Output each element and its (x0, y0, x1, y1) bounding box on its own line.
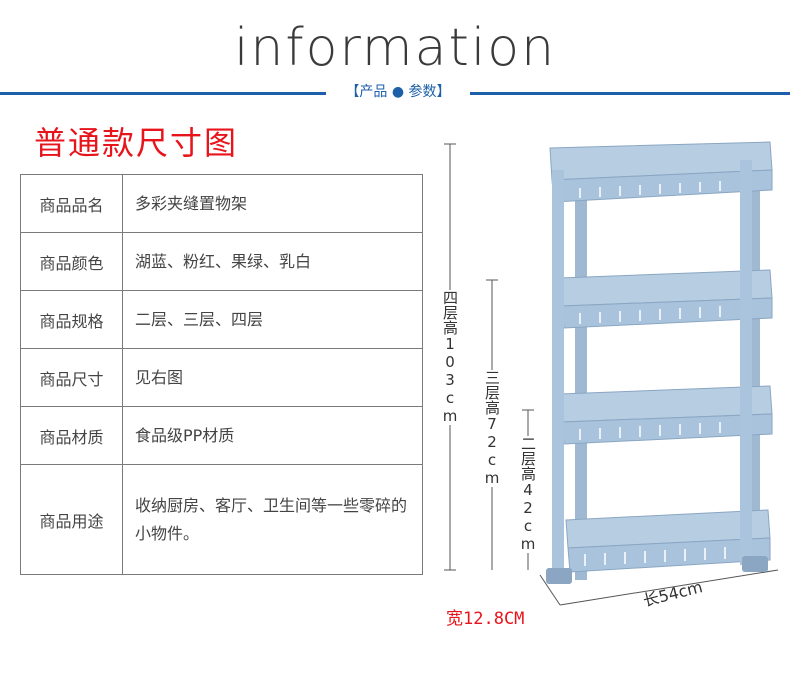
header-banner: information 【产品 ● 参数】 (0, 0, 790, 110)
three-layer-height-label: 三层高72cm (482, 370, 503, 487)
spec-value: 二层、三层、四层 (122, 290, 423, 349)
spec-key: 商品尺寸 (20, 348, 123, 407)
spec-key: 商品规格 (20, 290, 123, 349)
section-title: 普通款尺寸图 (34, 124, 239, 162)
spec-key: 商品用途 (20, 464, 123, 575)
header-subtitle: 【产品 ● 参数】 (345, 84, 451, 100)
table-row: 商品颜色 湖蓝、粉红、果绿、乳白 (20, 232, 423, 291)
table-row: 商品用途 收纳厨房、客厅、卫生间等一些零碎的小物件。 (20, 464, 423, 575)
spec-table: 商品品名 多彩夹缝置物架 商品颜色 湖蓝、粉红、果绿、乳白 商品规格 二层、三层… (20, 174, 423, 575)
table-row: 商品尺寸 见右图 (20, 348, 423, 407)
width-label: 宽12.8CM (446, 609, 525, 629)
spec-key: 商品颜色 (20, 232, 123, 291)
spec-value: 见右图 (122, 348, 423, 407)
two-layer-height-label: 二层高42cm (518, 436, 539, 553)
spec-value: 多彩夹缝置物架 (122, 174, 423, 233)
table-row: 商品品名 多彩夹缝置物架 (20, 174, 423, 233)
header-divider-right (470, 92, 790, 95)
spec-value: 湖蓝、粉红、果绿、乳白 (122, 232, 423, 291)
table-row: 商品材质 食品级PP材质 (20, 406, 423, 465)
shelf-frame (546, 141, 773, 584)
spec-key: 商品材质 (20, 406, 123, 465)
spec-value: 收纳厨房、客厅、卫生间等一些零碎的小物件。 (122, 464, 423, 575)
spec-value: 食品级PP材质 (122, 406, 423, 465)
spec-key: 商品品名 (20, 174, 123, 233)
header-title: information (233, 18, 557, 78)
table-row: 商品规格 二层、三层、四层 (20, 290, 423, 349)
shelf-illustration (444, 141, 779, 606)
four-layer-height-label: 四层高103cm (440, 290, 461, 425)
header-divider-left (0, 92, 326, 95)
